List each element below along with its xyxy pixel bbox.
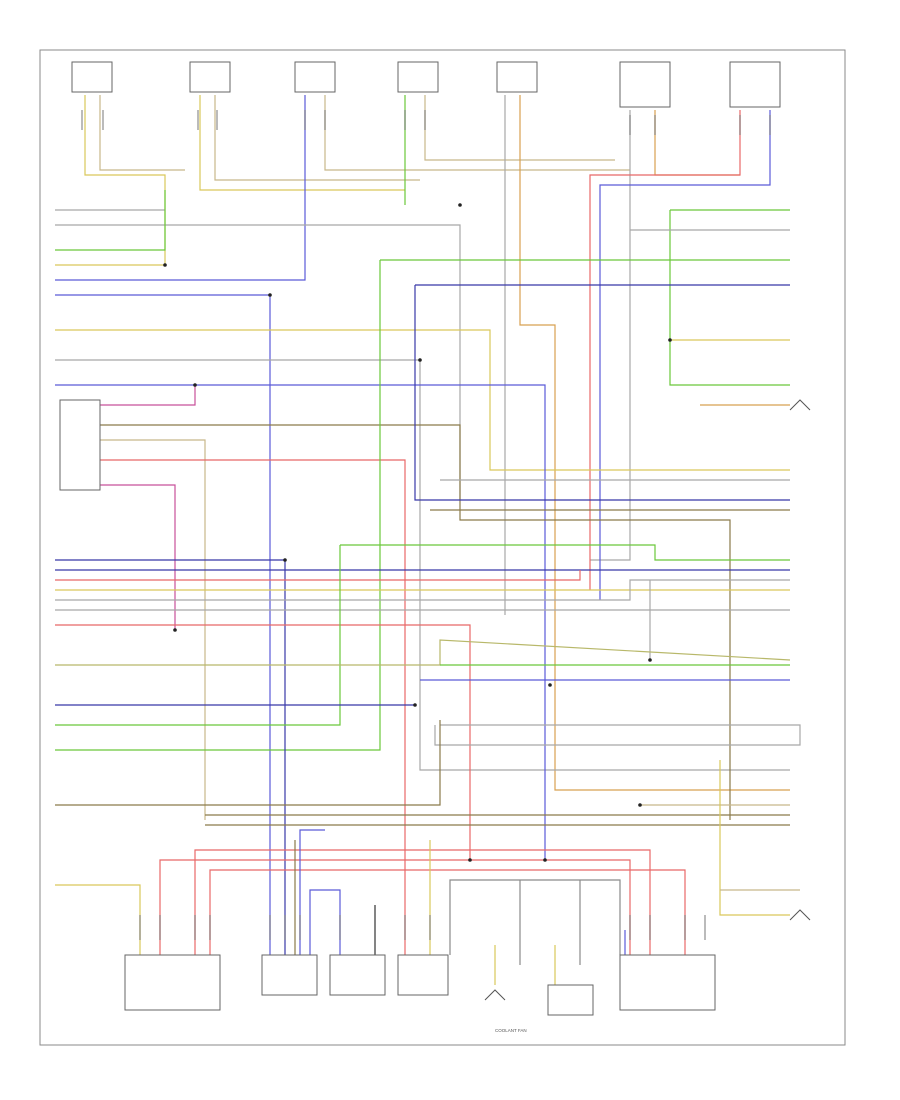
splice-dot <box>668 338 672 342</box>
wire <box>654 110 740 176</box>
wire <box>309 889 341 955</box>
coolant-fan-relay-box <box>124 954 221 1011</box>
wire <box>55 260 381 751</box>
splice-dot <box>638 803 642 807</box>
splice-dot <box>163 263 167 267</box>
splice-dot <box>283 558 287 562</box>
splice-dot <box>413 703 417 707</box>
wire <box>599 110 771 600</box>
wire <box>340 544 790 561</box>
splice-dot <box>173 628 177 632</box>
wire <box>589 110 741 590</box>
switch-box <box>729 61 781 108</box>
diagram-frame <box>39 49 846 1046</box>
wire <box>299 829 325 955</box>
wire <box>100 439 206 820</box>
top-components <box>71 61 781 108</box>
wire <box>324 95 630 171</box>
splice-dot <box>193 383 197 387</box>
bottom-components <box>124 954 716 1016</box>
wire <box>55 559 286 955</box>
wire <box>719 760 790 916</box>
wire <box>55 884 141 955</box>
switch-box-bottom <box>329 954 386 996</box>
grounds <box>484 399 811 1001</box>
splice-dot <box>458 203 462 207</box>
wire <box>55 639 791 666</box>
wire <box>55 359 790 771</box>
left-relay <box>59 399 101 491</box>
wire <box>99 95 185 171</box>
wire <box>55 545 341 726</box>
wire <box>590 110 631 561</box>
wire <box>55 624 471 860</box>
wire <box>55 720 441 806</box>
electronic-throttle-box <box>261 954 318 996</box>
sensor-box <box>71 61 113 93</box>
wire <box>55 224 461 500</box>
wire <box>100 484 176 630</box>
fan-motor-box <box>547 984 594 1016</box>
wire <box>199 95 405 191</box>
turbo-relay-box <box>619 954 716 1011</box>
switch-box <box>619 61 671 108</box>
wire <box>55 190 166 251</box>
splice-dot <box>268 293 272 297</box>
wire <box>159 859 631 955</box>
wire <box>55 329 790 471</box>
wire <box>209 869 686 955</box>
relay-box <box>59 399 101 491</box>
sensor-box <box>496 61 538 93</box>
wire <box>449 879 621 955</box>
splice-dot <box>468 858 472 862</box>
ground-symbol <box>484 989 506 1001</box>
sensor-box <box>294 61 336 93</box>
wire <box>100 459 406 955</box>
wire <box>55 95 166 266</box>
splice-dot <box>548 683 552 687</box>
ground-symbol <box>789 399 811 411</box>
wire <box>55 95 306 281</box>
wires <box>55 95 801 985</box>
wire <box>434 724 801 746</box>
wire <box>414 285 790 501</box>
sensor-box <box>397 61 439 93</box>
wire <box>519 95 790 791</box>
ground-symbol <box>789 909 811 921</box>
splice-points <box>163 203 672 862</box>
wire <box>100 385 196 406</box>
pin-marks <box>81 110 771 940</box>
wire <box>100 424 731 820</box>
splice-dot <box>648 658 652 662</box>
wire <box>669 210 790 386</box>
splice-dot <box>543 858 547 862</box>
sensor-box <box>189 61 231 93</box>
wire <box>214 95 420 181</box>
coolant-temp-box <box>397 954 449 996</box>
wire <box>55 579 790 601</box>
wire <box>55 570 581 581</box>
splice-dot <box>418 358 422 362</box>
wire <box>55 384 546 860</box>
coolant-fan-label: COOLANT FAN <box>495 1028 527 1033</box>
wire <box>194 849 651 955</box>
